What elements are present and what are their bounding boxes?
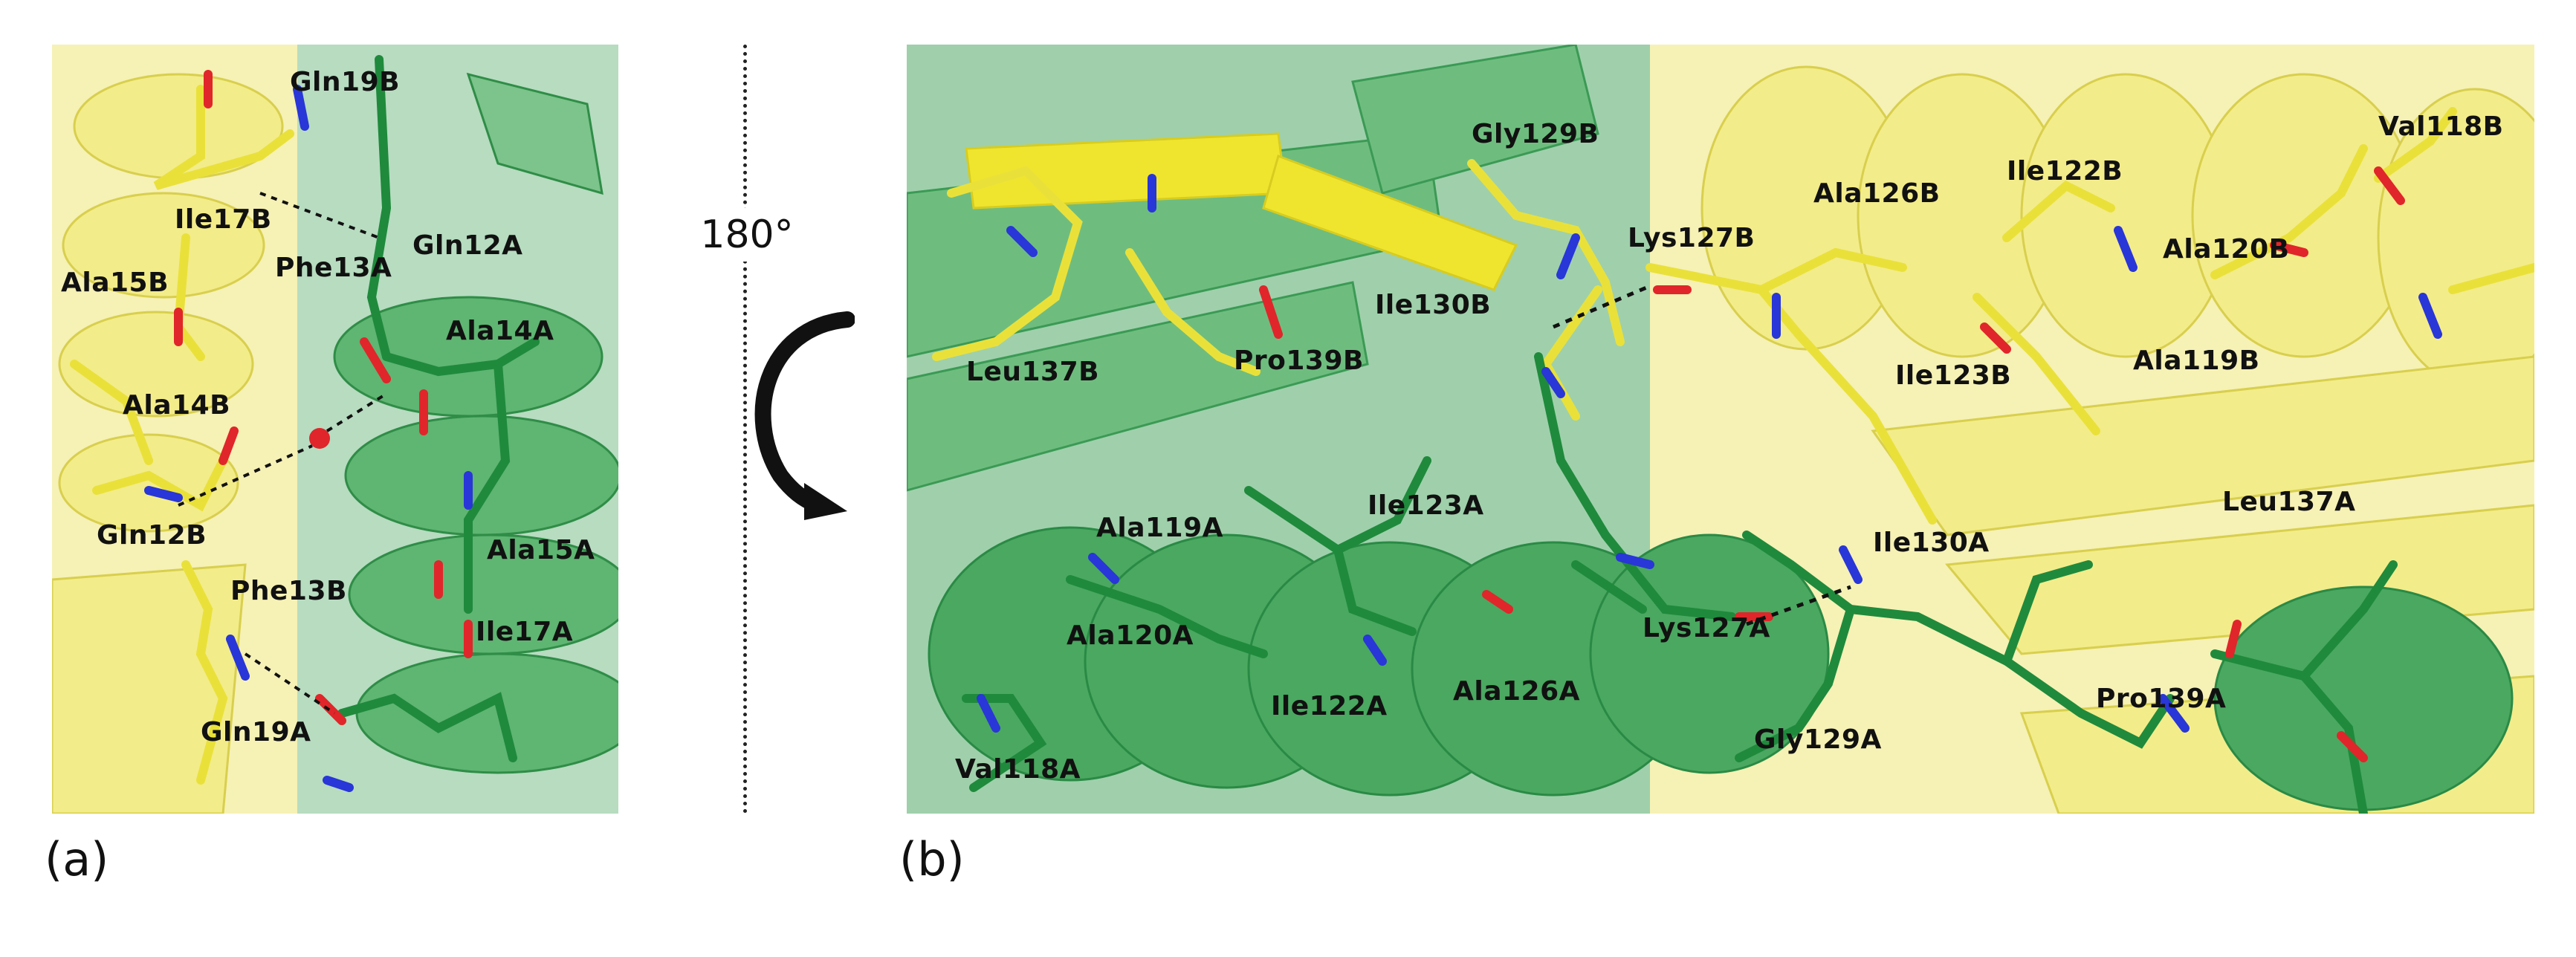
residue-label: Gln12A: [412, 230, 523, 261]
residue-label: Ala15B: [61, 267, 169, 298]
residue-label: Ala126B: [1813, 178, 1941, 209]
residue-label: Gln12B: [97, 520, 207, 551]
residue-label: Ala15A: [487, 535, 595, 565]
residue-label: Val118A: [955, 754, 1081, 785]
residue-label: Ala120A: [1067, 620, 1194, 651]
residue-label: Ile122A: [1271, 691, 1388, 721]
residue-label: Ile130A: [1873, 528, 1990, 558]
panel-b-molecule-render: [907, 45, 2534, 814]
residue-label: Lys127A: [1643, 613, 1770, 643]
residue-label: Ile17B: [175, 204, 272, 235]
panel-a-letter: (a): [45, 832, 109, 886]
residue-label: Gln19B: [290, 67, 401, 97]
residue-label: Lys127B: [1628, 223, 1755, 253]
residue-label: Ile130B: [1375, 290, 1492, 320]
residue-label: Phe13A: [275, 253, 392, 283]
residue-label: Phe13B: [230, 576, 347, 606]
residue-label: Ala126A: [1453, 676, 1581, 707]
residue-label: Gly129A: [1754, 724, 1882, 755]
residue-label: Ala120B: [2163, 234, 2290, 265]
panel-a-molecule-render: [52, 45, 618, 814]
residue-label: Leu137A: [2222, 487, 2356, 517]
residue-label: Ala119B: [2133, 346, 2260, 376]
residue-label: Ile17A: [476, 617, 574, 647]
residue-label: Ile123A: [1368, 490, 1484, 521]
residue-label: Ala119A: [1096, 513, 1224, 543]
panel-a-structure: Gln19B Ile17B Phe13A Gln12A Ala15B Ala14…: [52, 45, 618, 814]
residue-label: Gly129B: [1472, 119, 1599, 149]
residue-label: Ile123B: [1895, 360, 2012, 391]
rotation-label: 180°: [691, 208, 803, 262]
panel-b-structure: Gly129B Val118B Ile122B Ala126B Lys127B …: [907, 45, 2534, 814]
rotate-arrow-icon: [754, 311, 855, 520]
residue-label: Ala14A: [446, 316, 554, 346]
residue-label: Pro139B: [1234, 346, 1364, 376]
panel-b-letter: (b): [899, 832, 965, 886]
residue-label: Val118B: [2378, 111, 2504, 142]
residue-label: Ile122B: [2007, 156, 2123, 186]
residue-label: Ala14B: [123, 390, 231, 421]
residue-label: Gln19A: [201, 717, 311, 747]
residue-label: Pro139A: [2096, 684, 2227, 714]
residue-label: Leu137B: [966, 357, 1100, 387]
panel-divider: [743, 45, 747, 814]
